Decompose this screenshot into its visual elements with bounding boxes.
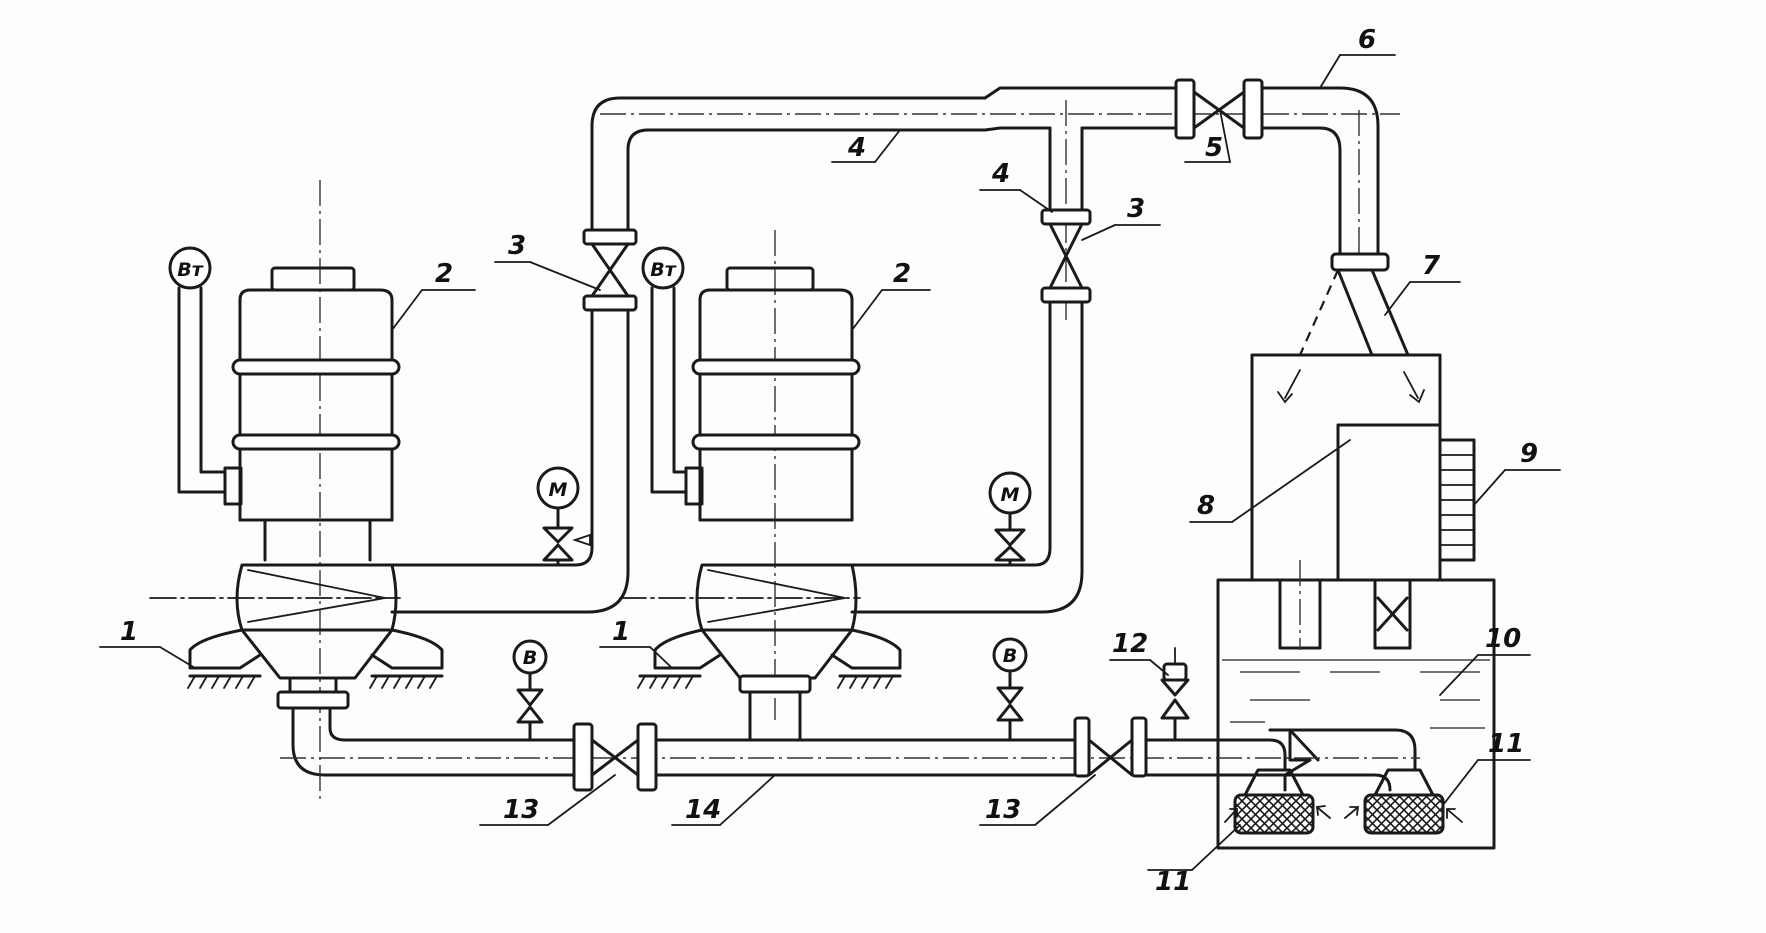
valve-13-left xyxy=(572,722,658,792)
flap-7 xyxy=(1298,252,1410,357)
left-riser-pipe xyxy=(390,228,638,614)
valve-5 xyxy=(1174,78,1264,140)
label-valve-small: 12 xyxy=(1112,629,1148,659)
valve-12 xyxy=(1160,647,1190,742)
label-support-right: 1 xyxy=(612,617,630,647)
upper-header-pipe xyxy=(590,86,1400,320)
callouts: 1 1 2 2 3 3 4 4 5 6 7 8 9 xyxy=(99,25,1561,897)
manometer-left: M xyxy=(536,466,591,567)
ground-right xyxy=(637,674,902,689)
manometer-right: M xyxy=(988,471,1032,567)
label-pipe-upper-header: 4 xyxy=(847,133,866,163)
label-valve-lower-right: 13 xyxy=(985,795,1021,825)
vacuum-gauge-left: B xyxy=(512,639,548,742)
label-filter-right: 11 xyxy=(1488,729,1524,759)
label-adsorber-left: 2 xyxy=(435,259,453,289)
label-support-left: 1 xyxy=(120,617,138,647)
lower-pipe xyxy=(280,708,1420,792)
right-riser-pipe xyxy=(850,208,1092,614)
filters-11 xyxy=(1224,728,1463,835)
valve-13-right xyxy=(1073,716,1148,778)
gauge-label: M xyxy=(1001,484,1020,506)
adsorber-right xyxy=(619,230,902,742)
label-valve-upper-right: 3 xyxy=(1127,194,1145,224)
label-pipe-lower: 14 xyxy=(685,795,721,825)
top-pipe-to-flap xyxy=(1254,86,1380,270)
label-chamber: 8 xyxy=(1197,491,1215,521)
left-thermo-line: Bт xyxy=(168,246,227,494)
gauge-label: B xyxy=(1003,645,1017,667)
ground-left xyxy=(187,674,444,689)
label-flap: 7 xyxy=(1422,251,1441,281)
tank-10 xyxy=(1216,560,1496,850)
chamber-box xyxy=(1250,353,1476,582)
label-grille: 9 xyxy=(1520,439,1538,469)
label-filter-left: 11 xyxy=(1155,867,1191,897)
adsorber-left xyxy=(149,180,444,800)
label-tank: 10 xyxy=(1485,624,1521,654)
label-valve-top: 5 xyxy=(1205,133,1223,163)
label-valve-upper-left: 3 xyxy=(508,231,526,261)
label-adsorber-right: 2 xyxy=(893,259,911,289)
label-pipe-top: 6 xyxy=(1358,25,1376,55)
gauge-label: B xyxy=(523,647,537,669)
gauge-label: Bт xyxy=(650,259,676,281)
vacuum-gauge-right: B xyxy=(992,637,1028,742)
gauge-label: M xyxy=(549,479,568,501)
label-pipe-upper-tee: 4 xyxy=(991,159,1010,189)
right-thermo-line: Bт xyxy=(641,246,688,494)
label-valve-lower-left: 13 xyxy=(503,795,539,825)
gauge-label: Bт xyxy=(177,259,203,281)
